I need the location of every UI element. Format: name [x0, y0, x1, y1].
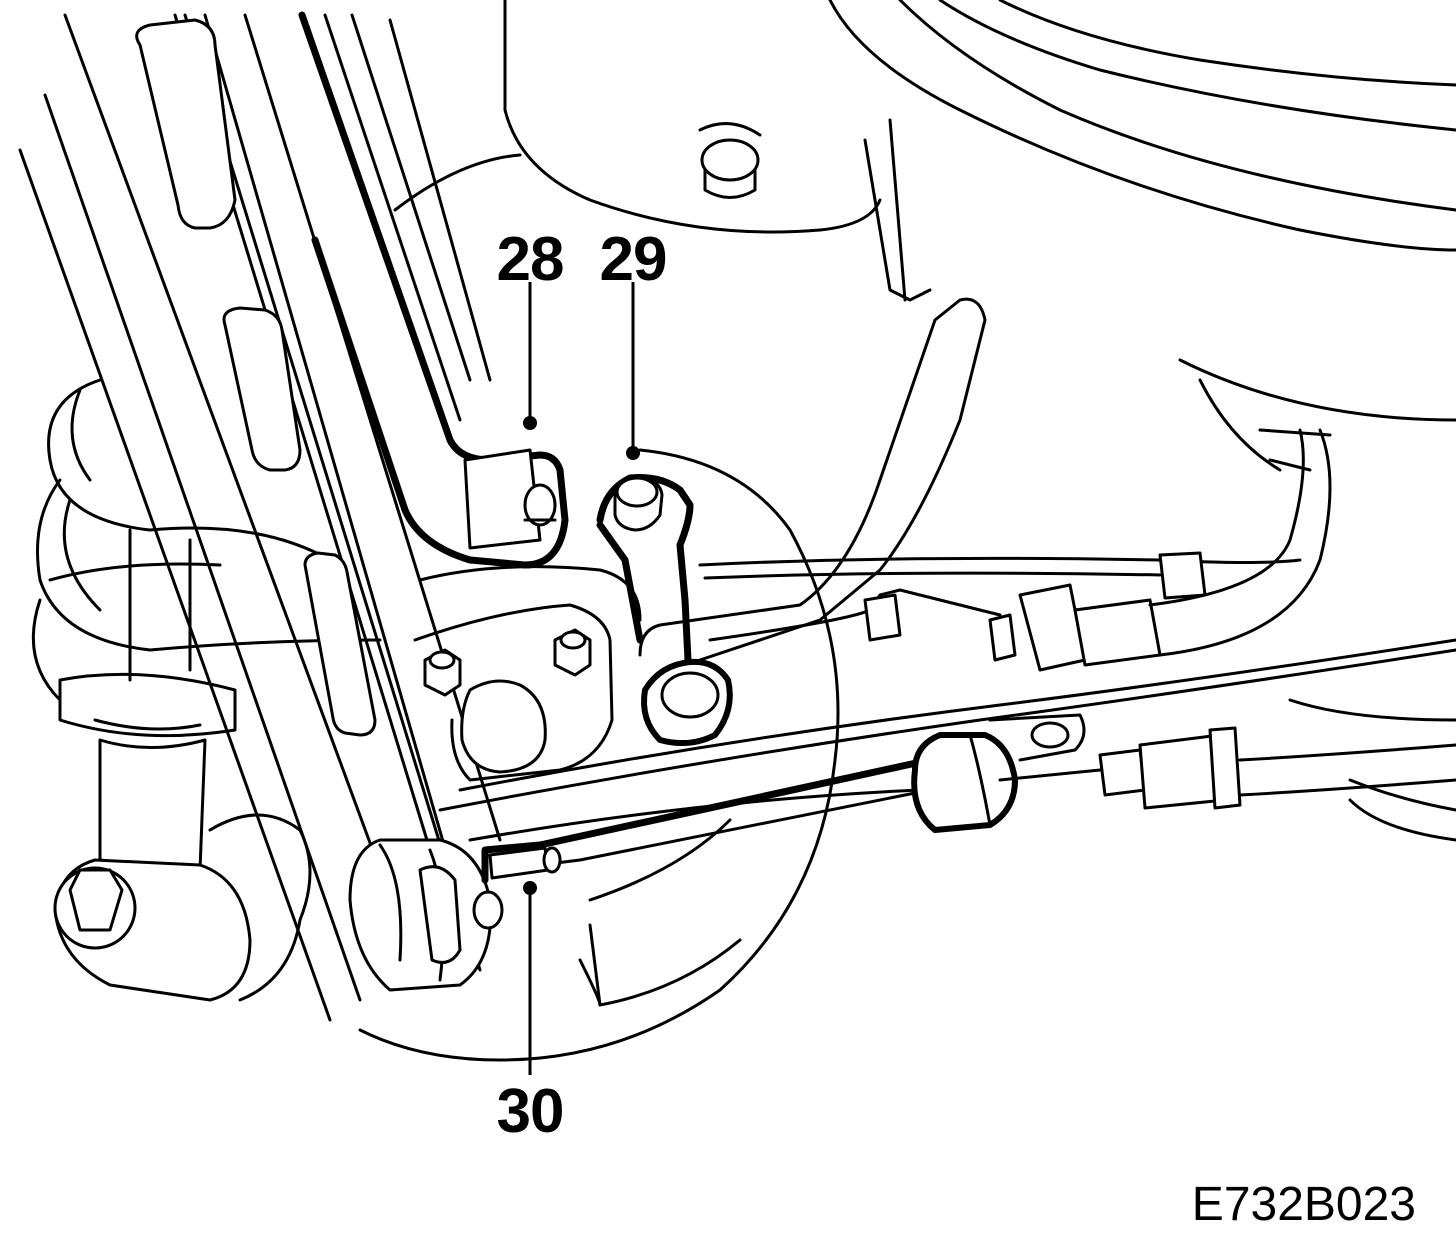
brake-line-pipe [298, 11, 569, 569]
body-bolt-icon [698, 122, 762, 199]
figure-code: E732B023 [1192, 1178, 1416, 1231]
parking-brake-cable [481, 713, 1456, 884]
brake-hose [698, 428, 1332, 672]
arm-end-bushing [348, 838, 504, 992]
callout-28-label: 28 [497, 225, 564, 294]
callout-29-label: 29 [600, 225, 667, 294]
shock-absorber [58, 528, 237, 872]
trailing-arm [18, 13, 502, 1022]
coil-spring [31, 378, 382, 702]
stabilizer-link [596, 474, 733, 747]
callout-30-label: 30 [497, 1077, 564, 1146]
callout-29-dot [626, 446, 640, 460]
wheel-knuckle [413, 565, 642, 782]
callout-30-dot [523, 881, 537, 895]
stabilizer-bar [638, 118, 987, 662]
callout-28-dot [523, 416, 537, 430]
body-floor-pan [503, 0, 1456, 472]
lower-bushing [53, 813, 312, 1002]
callout-29: 29 [600, 225, 667, 460]
callout-28: 28 [497, 225, 564, 430]
callout-30: 30 [497, 881, 564, 1146]
lower-control-arm [438, 638, 1456, 842]
